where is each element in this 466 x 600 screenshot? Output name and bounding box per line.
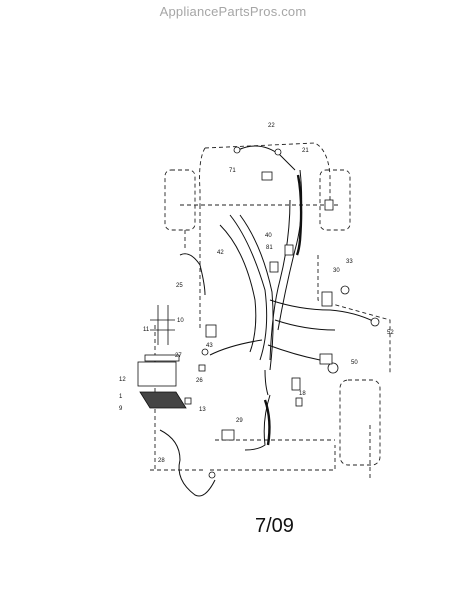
connector-50-icon — [319, 353, 333, 365]
light-left-icon — [233, 146, 241, 154]
battery-icon — [137, 361, 177, 387]
callout-50: 50 — [351, 360, 358, 366]
wire-harness — [159, 145, 376, 497]
callout-71: 71 — [229, 168, 236, 174]
connector-81b-icon — [269, 261, 279, 273]
callout-18: 18 — [299, 391, 306, 397]
connector-top-right-icon — [324, 199, 334, 211]
ignition-switch-icon — [321, 291, 333, 307]
date-code: 7/09 — [255, 515, 294, 537]
connector-81-icon — [284, 244, 294, 256]
callout-12: 12 — [119, 377, 126, 383]
cable-end-icon — [208, 471, 216, 479]
callout-10: 10 — [177, 318, 184, 324]
components — [137, 146, 380, 479]
callout-30: 30 — [333, 268, 340, 274]
callout-26: 26 — [196, 378, 203, 384]
callout-21: 21 — [302, 148, 309, 154]
relay-29-icon — [221, 429, 235, 441]
callout-27: 27 — [175, 353, 182, 359]
battery-bracket — [150, 305, 175, 345]
switch-50-icon — [327, 362, 339, 374]
callout-28: 28 — [158, 458, 165, 464]
callout-29: 29 — [236, 418, 243, 424]
plug-52-icon — [370, 317, 380, 327]
tractor-outline — [150, 142, 391, 480]
callout-52: 52 — [387, 330, 394, 336]
solenoid-icon — [205, 324, 217, 338]
connector-18b-icon — [295, 397, 303, 407]
callout-25: 25 — [176, 283, 183, 289]
callout-9: 9 — [119, 406, 123, 412]
battery-tray — [139, 391, 187, 409]
callout-42: 42 — [217, 250, 224, 256]
callout-81: 81 — [266, 245, 273, 251]
callout-40: 40 — [265, 233, 272, 239]
connector-18-icon — [291, 377, 301, 391]
callout-13: 13 — [199, 407, 206, 413]
connector-26-icon — [198, 364, 206, 372]
battery-hold-down — [144, 354, 180, 362]
watermark-text: AppliancePartsPros.com — [159, 4, 307, 19]
callout-43: 43 — [206, 343, 213, 349]
ground-terminal-icon — [201, 348, 209, 356]
callout-1: 1 — [119, 394, 123, 400]
callout-labels: 22 21 71 40 81 42 33 30 25 10 11 52 43 2… — [119, 123, 394, 464]
callout-22: 22 — [268, 123, 275, 129]
callout-11: 11 — [143, 327, 150, 333]
callout-33: 33 — [346, 259, 353, 265]
connector-71-icon — [261, 171, 273, 181]
light-right-icon — [274, 148, 282, 156]
nut-13-icon — [184, 397, 192, 405]
connector-33-icon — [340, 285, 350, 295]
